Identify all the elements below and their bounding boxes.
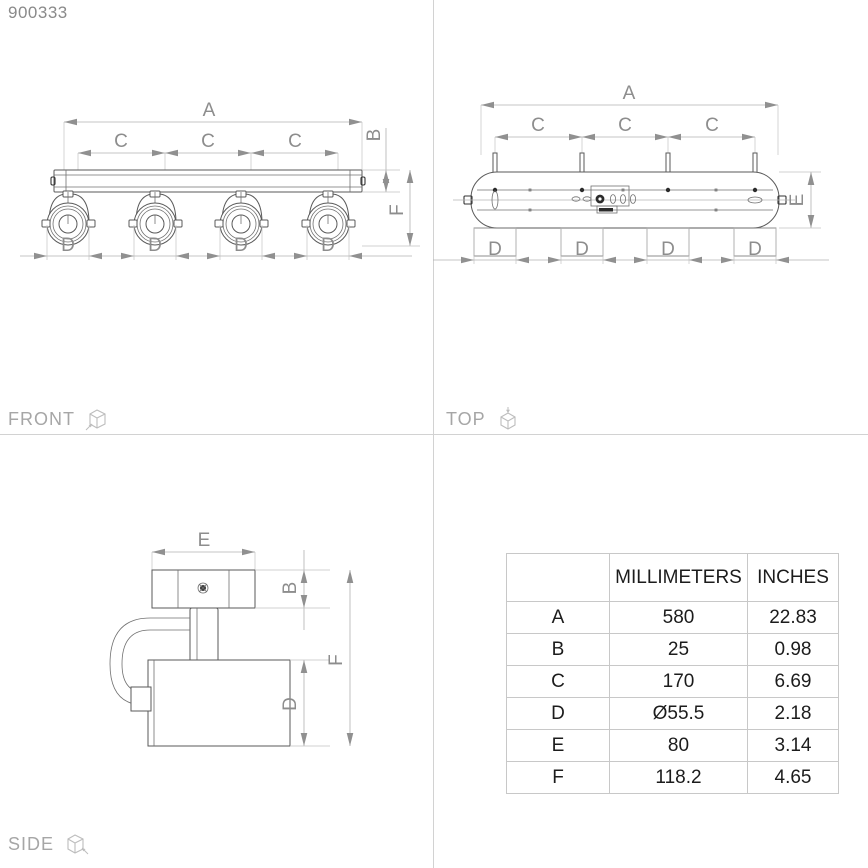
front-dim-B-label: B [364, 129, 385, 142]
dimension-table: MILLIMETERS INCHES A 580 22.83 B 25 0.98… [506, 553, 839, 794]
table-row: C 170 6.69 [506, 665, 839, 698]
row-mm-c: 170 [609, 665, 748, 698]
front-dim-D-label-3: D [234, 235, 248, 256]
top-fixture-body [453, 171, 795, 229]
top-dim-D-label-3: D [661, 239, 675, 260]
front-dim-D-label-4: D [321, 235, 335, 256]
front-view-drawing: A C C C [20, 100, 420, 260]
table-row: B 25 0.98 [506, 633, 839, 666]
table-row: A 580 22.83 [506, 601, 839, 634]
view-label-front: FRONT [8, 408, 75, 429]
front-spot-3 [214, 190, 269, 246]
row-key-e: E [506, 729, 610, 762]
front-dim-C-label-3: C [288, 131, 302, 152]
side-view-drawing: E [109, 530, 354, 747]
front-dim-C-group: C C C [77, 131, 339, 190]
cube-top-icon [500, 407, 516, 430]
top-spot-stems [492, 152, 758, 176]
row-key-c: C [506, 665, 610, 698]
side-dim-E-label: E [198, 530, 211, 551]
view-caption-side: SIDE [8, 831, 89, 857]
side-cable-loop [109, 617, 190, 712]
front-fixture-bar [50, 169, 366, 193]
view-label-top: TOP [446, 408, 486, 429]
front-dim-A-label: A [203, 100, 216, 121]
side-dim-B: B [255, 550, 330, 630]
row-mm-b: 25 [609, 633, 748, 666]
row-key-d: D [506, 697, 610, 730]
view-caption-top: TOP [446, 406, 521, 432]
top-dim-D-group: D D D D [433, 228, 829, 264]
header-inches: INCHES [747, 553, 839, 602]
dimension-table-container: MILLIMETERS INCHES A 580 22.83 B 25 0.98… [506, 553, 839, 794]
panel-divider-horizontal [0, 434, 868, 435]
cube-side-icon [67, 834, 89, 855]
side-dim-F-label: F [326, 654, 347, 666]
top-dim-D-label-2: D [575, 239, 589, 260]
row-in-c: 6.69 [747, 665, 839, 698]
top-view-drawing: A C C C [433, 83, 829, 264]
header-key [506, 553, 610, 602]
table-row: F 118.2 4.65 [506, 761, 839, 794]
front-dim-A: A [63, 100, 363, 172]
top-dim-E-label: E [787, 194, 808, 207]
top-dim-A-label: A [623, 83, 636, 104]
front-dim-D-label-2: D [148, 235, 162, 256]
table-row: E 80 3.14 [506, 729, 839, 762]
side-ceiling-plate [151, 569, 256, 609]
row-mm-d: Ø55.5 [609, 697, 748, 730]
front-dim-D-label-1: D [61, 235, 75, 256]
top-dim-E: E [779, 171, 821, 229]
top-dim-A: A [480, 83, 779, 155]
row-key-f: F [506, 761, 610, 794]
side-dim-F: F [326, 570, 354, 746]
side-dim-D-label: D [280, 697, 301, 711]
row-in-d: 2.18 [747, 697, 839, 730]
side-dim-B-label: B [280, 582, 301, 595]
front-spot-4 [301, 190, 356, 246]
row-in-a: 22.83 [747, 601, 839, 634]
front-spot-1 [41, 190, 96, 246]
front-dim-B: B [362, 128, 400, 193]
row-key-b: B [506, 633, 610, 666]
row-in-f: 4.65 [747, 761, 839, 794]
row-mm-f: 118.2 [609, 761, 748, 794]
row-in-b: 0.98 [747, 633, 839, 666]
row-mm-a: 580 [609, 601, 748, 634]
table-header-row: MILLIMETERS INCHES [506, 553, 839, 602]
front-dim-C-label-2: C [201, 131, 215, 152]
top-dim-C-label-2: C [618, 115, 632, 136]
side-dim-E: E [151, 530, 256, 572]
table-row: D Ø55.5 2.18 [506, 697, 839, 730]
row-mm-e: 80 [609, 729, 748, 762]
header-millimeters: MILLIMETERS [609, 553, 748, 602]
row-key-a: A [506, 601, 610, 634]
side-dim-D: D [280, 659, 330, 747]
top-dim-D-label-1: D [488, 239, 502, 260]
top-dim-C-label-1: C [531, 115, 545, 136]
side-lamp-housing [147, 659, 291, 747]
front-dim-F: F [362, 170, 420, 247]
row-in-e: 3.14 [747, 729, 839, 762]
view-label-side: SIDE [8, 833, 55, 854]
cube-front-icon [85, 409, 106, 431]
front-dim-C-label-1: C [114, 131, 128, 152]
product-code: 900333 [8, 3, 68, 22]
top-terminal-block [571, 185, 636, 214]
front-dim-F-label: F [387, 204, 408, 216]
top-dim-C-label-3: C [705, 115, 719, 136]
top-dim-D-label-4: D [748, 239, 762, 260]
top-spot-footprints [473, 227, 777, 257]
front-dim-D-group: D D D D [20, 225, 412, 260]
view-caption-front: FRONT [8, 406, 110, 432]
front-spot-2 [128, 190, 183, 246]
